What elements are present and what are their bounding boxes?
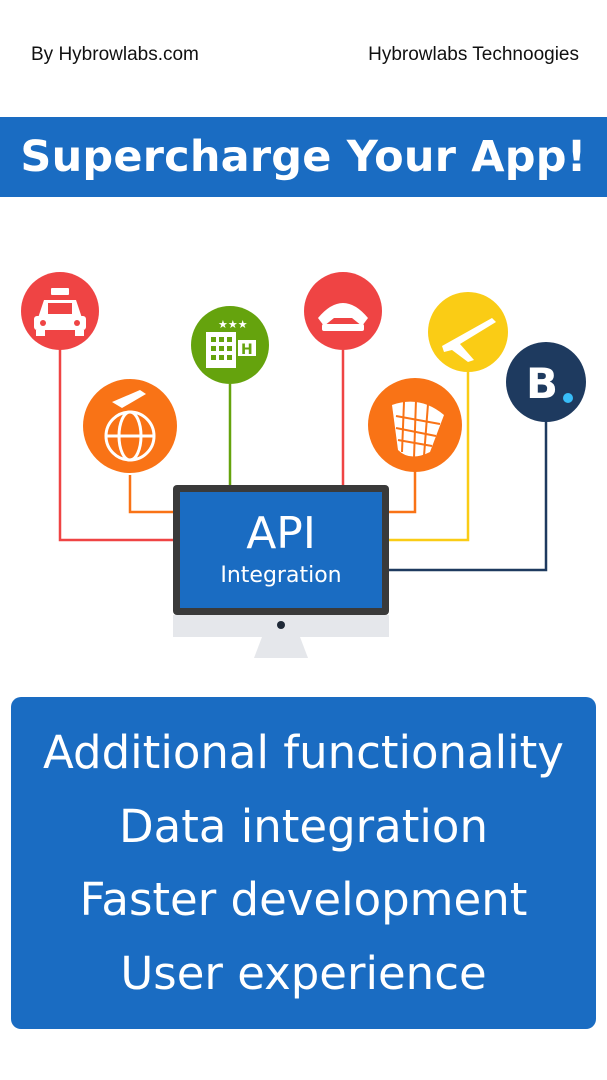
api-integration-illustration: ★★★ H B [21,272,586,658]
connector-plane [388,372,470,542]
banner: Supercharge Your App! [0,117,607,197]
feature-additional-functionality: Additional functionality [43,725,564,779]
taxi-icon [21,272,99,350]
hotel-icon: ★★★ H [191,306,269,384]
svg-text:H: H [241,342,253,358]
monitor-title: API [246,508,316,559]
feature-faster-development: Faster development [79,873,528,927]
booking-icon: B [506,342,586,422]
connector-globe-plane [128,475,178,514]
monitor: API Integration [173,485,389,658]
monitor-subtitle: Integration [220,563,341,588]
header: By Hybrowlabs.com Hybrowlabs Technoogies [0,40,607,72]
banner-title: Supercharge Your App! [20,132,587,182]
plane-icon [428,292,508,372]
feature-user-experience: User experience [120,947,487,1001]
svg-text:B: B [526,359,558,408]
features-panel: Additional functionality Data integratio… [11,697,596,1029]
header-left-text: By Hybrowlabs.com [31,44,199,65]
phone-icon [304,272,382,350]
header-right-text: Hybrowlabs Technoogies [368,44,579,65]
connector-globe-grid [388,470,417,514]
connector-booking [388,420,548,572]
globe-plane-icon [83,379,177,473]
globe-grid-icon [368,378,462,472]
svg-text:★★★: ★★★ [218,318,248,331]
feature-data-integration: Data integration [119,799,488,853]
connector-taxi [58,348,178,542]
